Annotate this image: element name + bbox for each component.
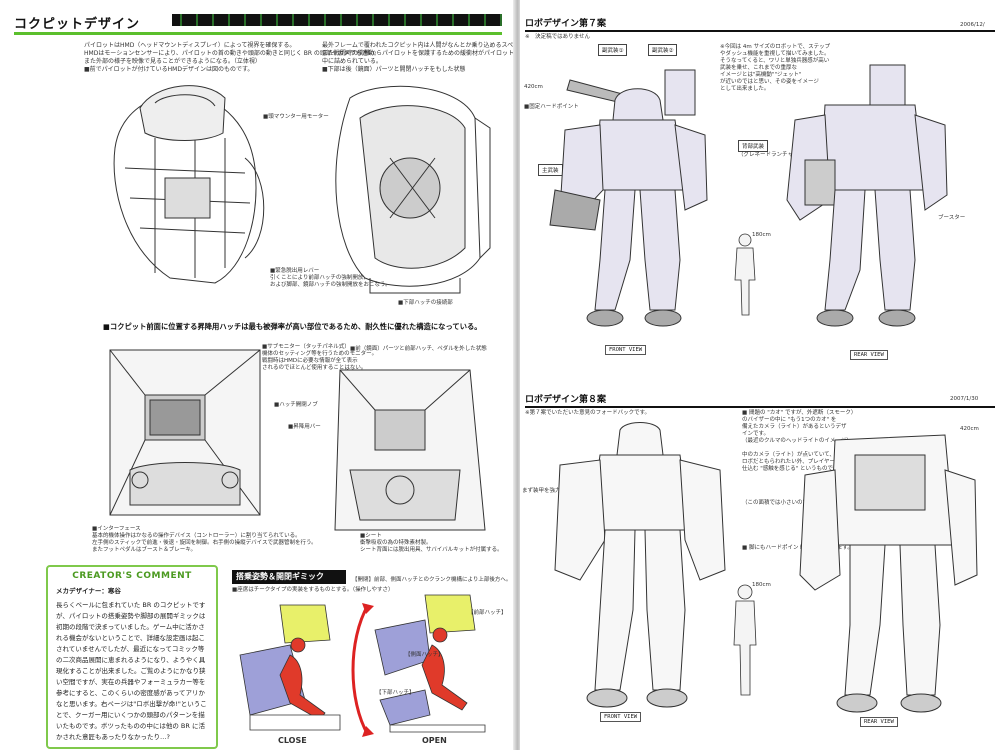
section-7-title: ロボデザイン第７案 [525, 19, 607, 29]
label-iface-3: 左手側のスティックで前進・後退・旋回を制御。右手側の操縦デバイスで武器管制を行う… [92, 540, 317, 546]
label-iface-2: 基本的機体操作はかなるの操作デバイス（コントローラー）に割り当てられている。 [92, 533, 301, 539]
label-bar: ■昇降用バー [288, 424, 321, 430]
note-8-1: ■ 間題の "カオ" ですが、外遮断（スモーク） [742, 410, 857, 416]
view-rear-8: REAR VIEW [860, 717, 898, 727]
note-7-3: そうなってくると、ワリと単独兵器感が高い [720, 58, 830, 64]
label-iface-1: ■インターフェース [92, 526, 141, 532]
human-scale-8 [733, 584, 757, 696]
label-lever-3: および脚部、鏡部ハッチの強制開放をおこなう。 [270, 282, 391, 288]
label-shoulder-weapon-1: 背部武装 [738, 140, 769, 152]
section-8-date: 2007/1/30 [950, 396, 979, 402]
note-7-1: ※今回は 4m サイズのロボットで、ステップ [720, 44, 831, 50]
caption-open: OPEN [422, 736, 447, 745]
note-7-6: が近いのではと思い、その姿をイメージ [720, 79, 819, 85]
intro-text-3: また外部の様子を映像で見ることができるようになる。（立体視） [84, 58, 261, 65]
label-180-7: 180cm [752, 232, 771, 238]
title-underline [14, 32, 502, 35]
intro-right-3: 中に詰められている。 [322, 58, 382, 65]
mech-8-rear-sketch [799, 434, 978, 713]
comment-title: CREATOR'S COMMENT [72, 571, 192, 581]
section-8-sub: ※第７案でいただいた意見のフォードバックです。 [525, 410, 651, 416]
cockpit-cutaway-sketch [335, 85, 491, 294]
label-monitor-1: ■サブモニター（タッチパネル式） [262, 344, 350, 350]
label-180-8: 180cm [752, 582, 771, 588]
note-8-7: ロボだともらわれたい外、プレイヤーは [742, 459, 841, 465]
note-8-6: 中のカメラ（ライト）が点いていて、敵 [742, 452, 841, 458]
label-detail: ■ 脚にもハードポイントを設けてあります。 [742, 545, 853, 551]
section-7-date: 2006/12/ [960, 22, 985, 28]
label-seat-2: 衝撃吸収の為の特殊素材製。 [360, 540, 432, 546]
intro-right-2: また戦闘時の衝撃からパイロットを保護するための緩衝材がパイロットの周りを取り [322, 50, 515, 57]
gimmick-close-diagram [239, 604, 341, 731]
label-monitor-2: 機体のセッティング等を行うためのモニター。 [262, 351, 378, 357]
gimmick-label-lower: 【下部ハッチ】 [376, 690, 415, 696]
label-hardpoint: ■固定ハードポイント [524, 104, 579, 110]
note-7-4: 武装を乗せ、これまでの重厚な [720, 65, 798, 71]
label-seat-1: ■シート [360, 533, 382, 539]
page-gutter [513, 0, 522, 750]
gimmick-open-diagram [374, 594, 486, 733]
page-title: コクピットデザイン [14, 17, 141, 32]
mech-7-front-sketch [549, 69, 708, 327]
tag-extra-1: 副武装① [598, 44, 628, 56]
intro-text-2: HMDはモーションセンサーにより、パイロットの首の動きや頭部の動きと同じく BR… [84, 50, 380, 57]
gimmick-title: 搭乗姿勢＆開閉ギミック [232, 570, 346, 584]
mech-7-rear-sketch [786, 64, 948, 327]
label-knob: ■ハッチ開閉ノブ [274, 402, 318, 408]
intro-right-4: ■下部は後（鏡面）パーツと開閉ハッチをもした状態 [322, 66, 466, 73]
tag-extra-2: 副武装② [648, 44, 678, 56]
label-iface-4: またフットペダルはブースト＆ブレーキ。 [92, 547, 197, 553]
note-8-4: インです。 [742, 431, 769, 437]
creator-comment-box: CREATOR'S COMMENT メカデザイナー：寒谷 長らくベールに包まれて… [46, 565, 218, 749]
section-7-rule [525, 30, 995, 32]
view-front-8: FRONT VIEW [600, 712, 642, 722]
comment-author: メカデザイナー：寒谷 [56, 587, 121, 595]
intro-right-1: 最外フレームで覆われたコクピット内は人間がなんとか乗り込めるスペースしかない。 [322, 42, 515, 49]
label-motor: ■頭マウンター用モーター [263, 114, 329, 120]
label-armor: まず装甲を強力にしました [522, 488, 589, 494]
cockpit-exterior-sketch [113, 85, 265, 284]
mech-8-front-sketch [554, 422, 726, 708]
gimmick-note: ■座席はチークタイプの実装をするものとする。（操作しやすさ） [232, 587, 394, 593]
view-front-7: FRONT VIEW [605, 345, 647, 355]
label-monitor-4: されるのでほとんど使用することはない。 [262, 365, 367, 371]
label-lever-1: ■緊急脱出用レバー [270, 268, 320, 274]
gimmick-label-side: 【側面ハッチ】 [405, 652, 444, 658]
section-8-title: ロボデザイン第８案 [525, 395, 607, 405]
label-monitor-3: 戦闘時はHMDに必要な情報が全て表示 [262, 358, 358, 364]
comment-body: 長らくベールに包まれていた BR のコクピットですが、パイロットの搭乗姿勢や脚部… [56, 601, 207, 741]
cockpit-open-sketch [334, 369, 486, 531]
label-shoulder-weapon-2: （グレネードランチャー） [738, 152, 804, 158]
label-420: 420cm [524, 84, 543, 90]
label-hatch-lower: ■下部ハッチの接続部 [398, 300, 453, 306]
note-8-9: （この面積では小さいので完成稿で要確認） [742, 500, 853, 506]
label-420-8: 420cm [960, 426, 979, 432]
caption-close: CLOSE [278, 736, 307, 745]
open-arrow [351, 603, 374, 737]
right-page: ロボデザイン第７案 ※ 決定稿ではありません 2006/12/ 副武装① 副武装… [520, 0, 1000, 750]
human-scale-7 [734, 233, 756, 316]
section-7-sub: ※ 決定稿ではありません [525, 34, 590, 40]
section-heading: ■コクピット前面に位置する昇降用ハッチは最も被弾率が高い部位であるため、耐久性に… [103, 322, 482, 331]
label-open-note: ■前（鏡面）パーツと前部ハッチ、ペダルを外した状態 [350, 346, 487, 352]
intro-text-1: パイロットはHMD（ヘッドマウントディスプレイ）によって視界を確保する。 [84, 42, 296, 49]
note-8-8: 仕込む "感触を感じる" というものです。 [742, 466, 844, 472]
gimmick-label-front: 【前部ハッチ】 [468, 610, 507, 616]
section-8-rule [525, 406, 995, 408]
note-8-3: 備えたカメラ（ライト）があるというデザ [742, 424, 847, 430]
label-booster: ブースター [938, 215, 966, 221]
gimmick-open-note: 【開閉】前部、側面ハッチとのクランク機構により上部後方へ。 [352, 577, 512, 583]
view-rear-7: REAR VIEW [850, 350, 888, 360]
title-pattern [172, 14, 502, 26]
cockpit-interior-sketch [109, 349, 261, 516]
left-page: コクピットデザイン パイロットはHMD（ヘッドマウントディスプレイ）によって視界… [14, 14, 515, 749]
intro-text-4: ■前でパイロットが付けているHMDデザインは図のものです。 [84, 66, 254, 73]
label-seat-3: シート背面には脱出用具、サバイバルキットが付属する。 [360, 547, 503, 553]
note-7-7: として出来ました。 [720, 86, 770, 92]
label-lever-2: 引くことにより前部ハッチの強制開放、 [270, 275, 369, 281]
note-7-2: やダッシュ機能を重視して描いてみました。 [720, 51, 830, 57]
note-7-5: イメージとは"高機動""ジェット" [720, 72, 802, 78]
note-8-2: のバイザーの中に "もう1つのカオ" を [742, 417, 837, 423]
note-8-5: （最近のクルマのヘッドライトのイメージ） [742, 438, 852, 444]
